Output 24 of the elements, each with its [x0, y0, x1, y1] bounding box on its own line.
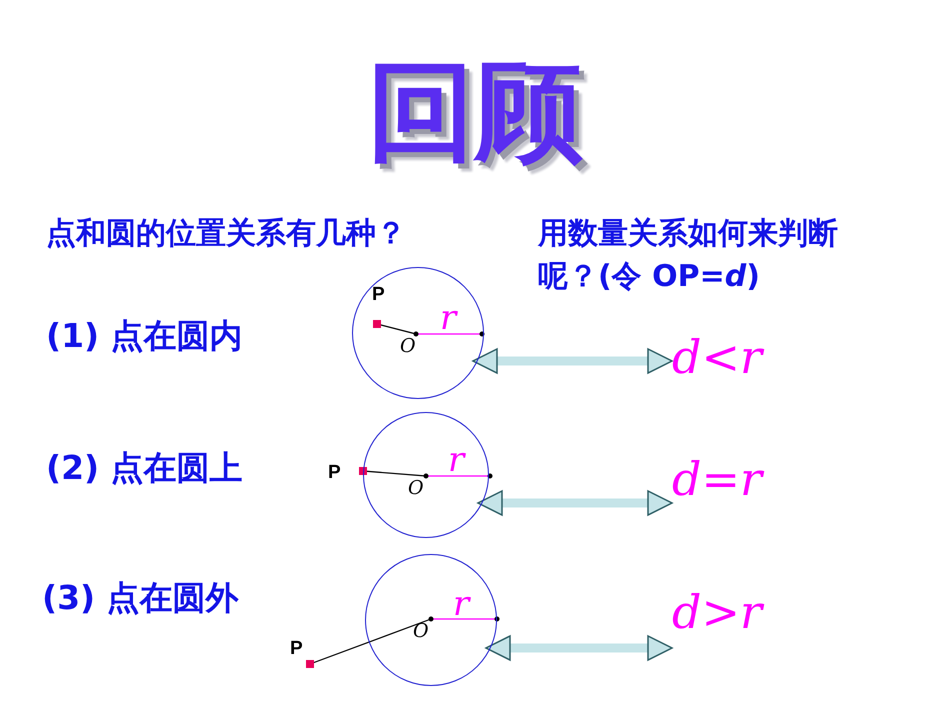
radius-label: r	[440, 298, 456, 338]
circle-shape	[363, 412, 489, 538]
point-label: P	[290, 638, 303, 660]
center-label: O	[400, 335, 416, 357]
relation-text: d=r	[672, 452, 762, 506]
circle-shape	[352, 267, 484, 399]
center-label: O	[408, 477, 424, 499]
double-arrow	[485, 635, 673, 661]
radius-label: r	[448, 440, 464, 480]
case-label: (1) 点在圆内	[46, 314, 243, 359]
relation-text: d>r	[672, 585, 762, 639]
relation-text: d<r	[672, 330, 762, 384]
title-text: 回顾	[366, 49, 584, 177]
double-arrow	[477, 490, 673, 516]
question-text: 用数量关系如何来判断呢？(令 OP=d)	[538, 215, 838, 296]
center-label: O	[413, 620, 429, 642]
point-label: P	[372, 284, 385, 306]
double-arrow	[472, 348, 673, 374]
circle-shape	[365, 554, 497, 686]
question-text: 点和圆的位置关系有几种？	[46, 215, 406, 253]
case-label: (2) 点在圆上	[46, 446, 243, 491]
radius-label: r	[453, 584, 470, 624]
case-label: (3) 点在圆外	[42, 576, 239, 621]
point-label: P	[328, 462, 341, 484]
